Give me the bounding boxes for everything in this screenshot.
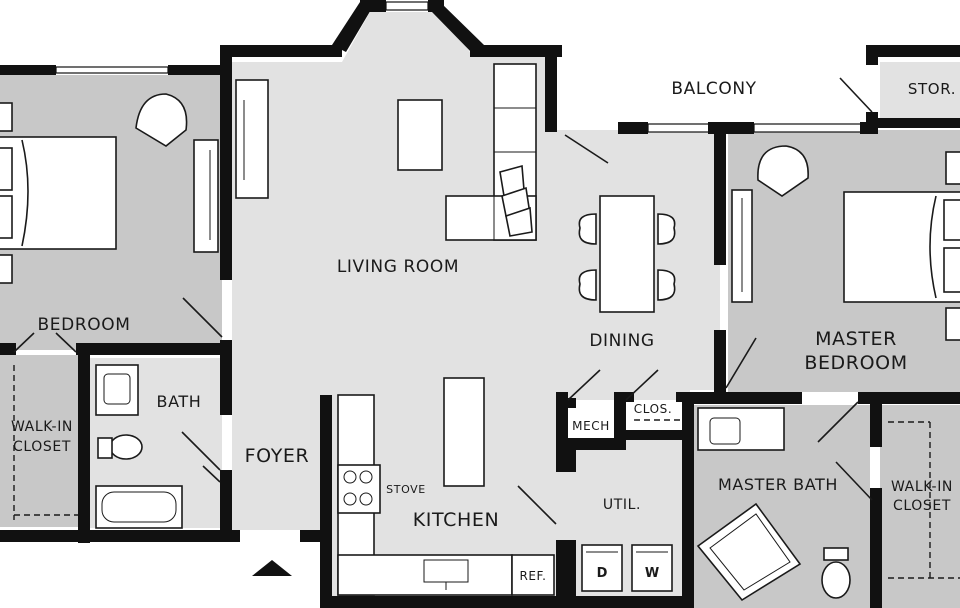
mech-floor [568,400,618,445]
label-mech: MECH [572,419,610,433]
kitchen-island [443,377,485,487]
balcony-door [564,134,609,164]
furniture [0,63,960,602]
label-walkin-closet-right-1: WALK-IN [891,479,953,495]
pillow-3 [505,206,533,237]
mech-door [567,369,601,401]
balcony-floor [555,52,873,128]
closet-floor [625,400,685,422]
washer [631,544,673,592]
bath-door-secondary [202,465,221,483]
coffee-table [397,99,443,171]
bedroom-nightstand-bottom [0,254,13,284]
closet-door [625,369,659,401]
bath-toilet [109,434,143,460]
utility-door [517,485,557,525]
stove [337,464,381,514]
master-bedroom-door [725,337,757,389]
bath-door [181,431,221,471]
room-labels: BALCONY STOR. LIVING ROOM BEDROOM DINING… [11,79,956,531]
dining-chair-4 [657,269,676,301]
walkin-closet-right-door [835,461,873,501]
walkin-closet-left-door-b [55,332,77,353]
dining-chair-2 [578,269,597,301]
kitchen-counter-bottom [337,554,513,596]
bedroom-bed [0,136,117,250]
dryer [581,544,623,592]
dining-table [599,195,655,313]
bedroom-nightstand-top [0,102,13,132]
label-living-room: LIVING ROOM [337,257,459,277]
label-foyer: FOYER [245,445,310,467]
bedroom-chair [135,93,188,147]
closet-rails [13,365,960,579]
label-balcony: BALCONY [671,79,756,99]
storage-floor [880,62,960,120]
storage-door [839,77,873,113]
dining-chair-3 [657,213,676,245]
label-master-bath: MASTER BATH [718,475,838,494]
label-master-bedroom-2: BEDROOM [804,352,907,374]
living-media-console [235,79,269,199]
label-storage: STOR. [908,80,956,98]
master-nightstand-top [945,151,960,185]
master-bath-door [817,401,859,443]
label-walkin-closet-right-2: CLOSET [893,498,951,514]
label-walkin-closet-left-1: WALK-IN [11,419,73,435]
label-closet: CLOS. [634,402,673,416]
label-stove: STOVE [386,483,426,496]
label-kitchen: KITCHEN [413,509,500,531]
dining-chair-1 [578,213,597,245]
label-dining: DINING [589,331,654,351]
master-nightstand-bottom [945,307,960,341]
fixture-labels: STOVE REF. D W [386,483,659,583]
label-dryer: D [597,566,608,581]
bedroom-door [182,297,223,338]
label-utility: UTIL. [603,497,641,513]
master-bath-toilet [821,561,851,599]
label-bedroom: BEDROOM [38,315,131,335]
doors [13,77,873,525]
label-refrigerator: REF. [519,569,546,583]
refrigerator [511,554,555,596]
master-bath-vanity [697,407,785,451]
label-washer: W [645,566,659,581]
walkin-closet-left-door-a [13,332,35,353]
label-walkin-closet-left-2: CLOSET [13,439,71,455]
bath-vanity [95,364,139,416]
master-bath-tub [696,502,802,602]
bedroom-dresser [193,139,219,253]
master-bed [843,191,960,303]
walkin-closet-right-floor [880,405,960,608]
master-bedroom-chair [757,145,809,197]
entrance-marker [252,560,292,576]
label-master-bedroom-1: MASTER [815,328,897,350]
label-bath: BATH [157,392,202,411]
